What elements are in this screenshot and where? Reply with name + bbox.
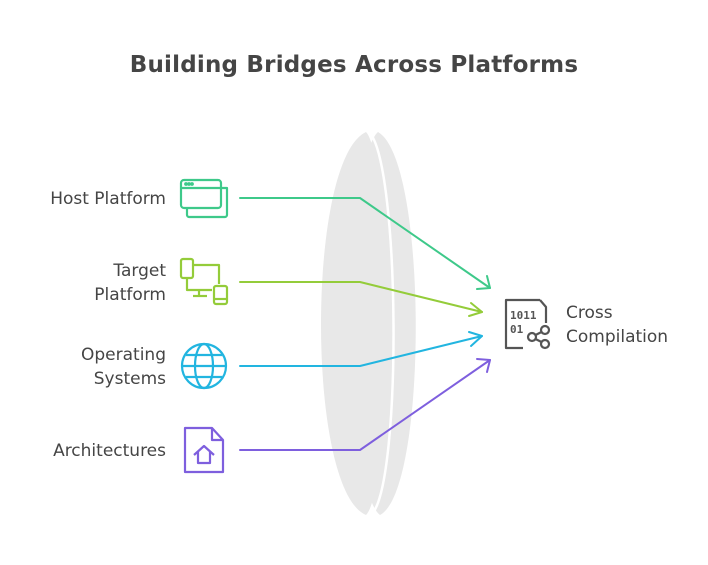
connector-operating-systems — [239, 331, 483, 367]
binary-text-line-1: 1011 — [510, 309, 537, 322]
label-line: Compilation — [566, 327, 669, 347]
label-line: Cross — [566, 303, 613, 323]
multi-device-icon — [179, 257, 229, 306]
label-line: Host Platform — [50, 189, 166, 209]
binary-text-line-2: 01 — [510, 323, 524, 336]
label-target-platform: Target Platform — [94, 259, 166, 307]
label-host-platform: Host Platform — [50, 187, 166, 211]
label-line: Systems — [93, 369, 166, 389]
diagram-title: Building Bridges Across Platforms — [129, 52, 579, 78]
connector-architectures — [239, 358, 491, 451]
label-operating-systems: Operating Systems — [81, 343, 166, 391]
label-architectures: Architectures — [53, 439, 166, 463]
label-line: Architectures — [53, 441, 166, 461]
label-line: Operating — [81, 345, 166, 365]
label-line: Platform — [94, 285, 166, 305]
connector-host-platform — [239, 197, 491, 290]
file-home-icon — [183, 426, 225, 474]
binary-share-icon — [504, 298, 551, 350]
browser-windows-icon — [179, 178, 229, 219]
globe-icon — [180, 342, 228, 390]
label-cross-compilation: Cross Compilation — [566, 301, 668, 349]
label-line: Target — [113, 261, 166, 281]
lens-shape — [321, 132, 416, 515]
connector-target-platform — [239, 281, 483, 317]
